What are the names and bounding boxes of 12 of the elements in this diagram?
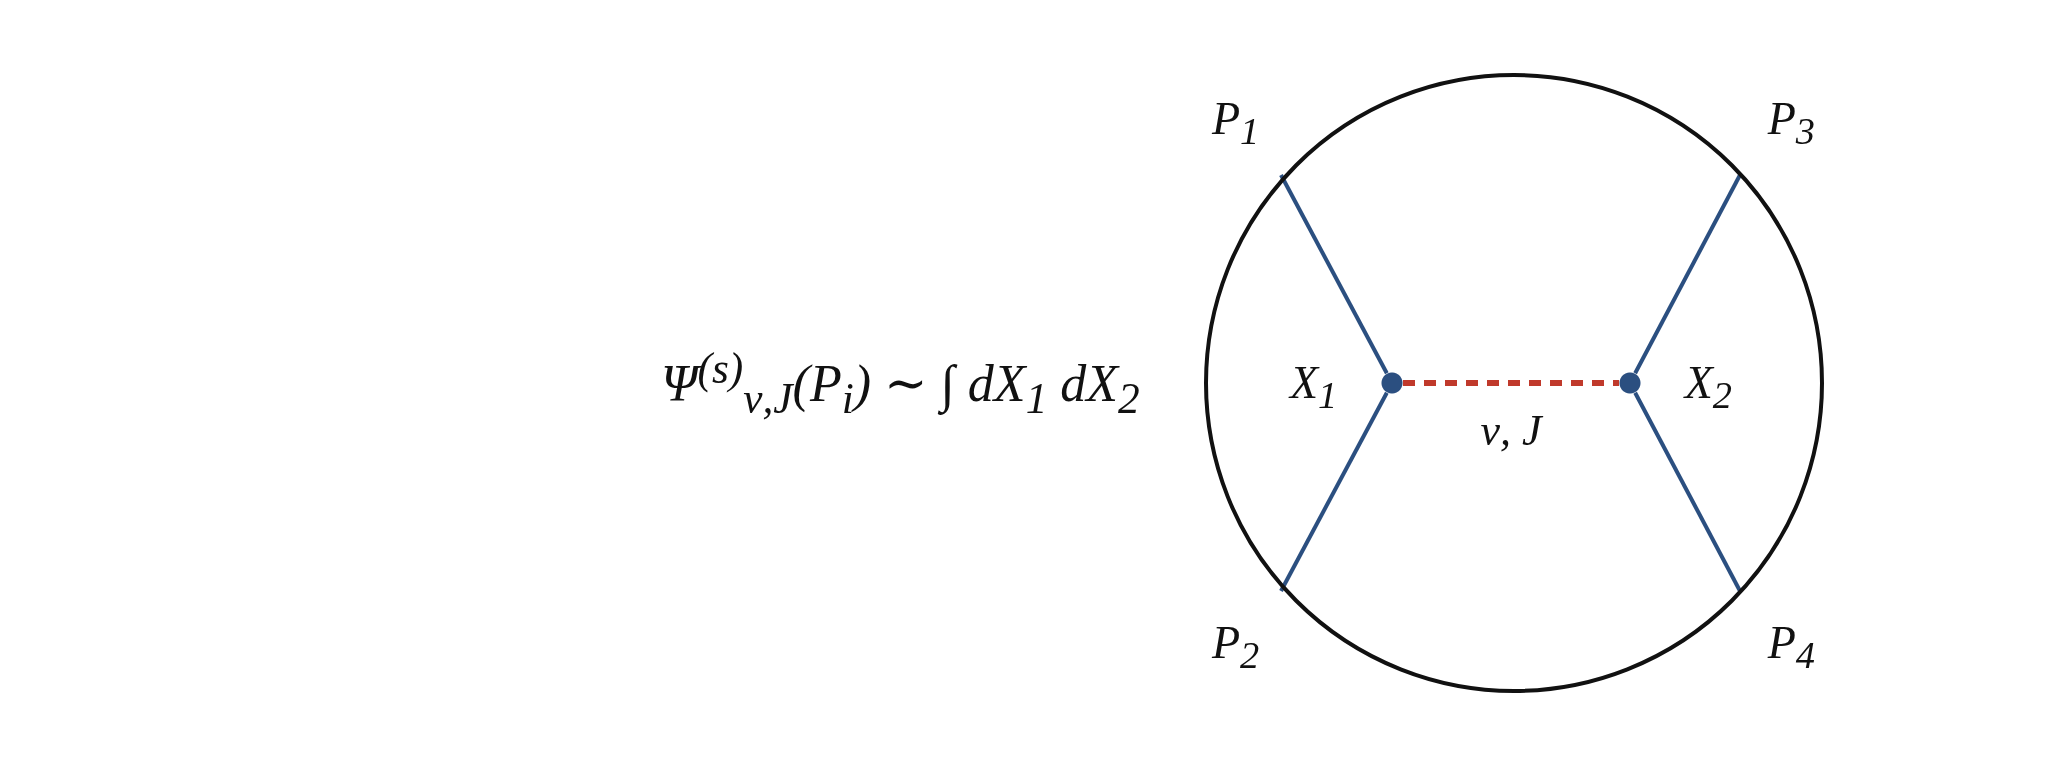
- dashed-line: [1403, 380, 1619, 386]
- point-label: P$_{3}$: [1739, 96, 1815, 176]
- point-label: P$_{2}$: [1212, 590, 1282, 670]
- propagator-line: [1279, 391, 1389, 592]
- boundary-circle: [1204, 73, 1824, 693]
- propagator-line: [1279, 174, 1389, 375]
- propagator-line: [1633, 391, 1742, 592]
- propagator-line: [1633, 174, 1742, 375]
- point-label: P$_{4}$: [1739, 590, 1815, 670]
- edge-label: ν, J: [1480, 405, 1542, 456]
- point-label: P$_{1}$: [1212, 96, 1282, 176]
- formula-text: Ψ$^{(s)}$$_{ν,J}$(P$_{i}$) ∼ ∫ dX$_{1}$ dX$_{2}$: [661, 343, 1140, 423]
